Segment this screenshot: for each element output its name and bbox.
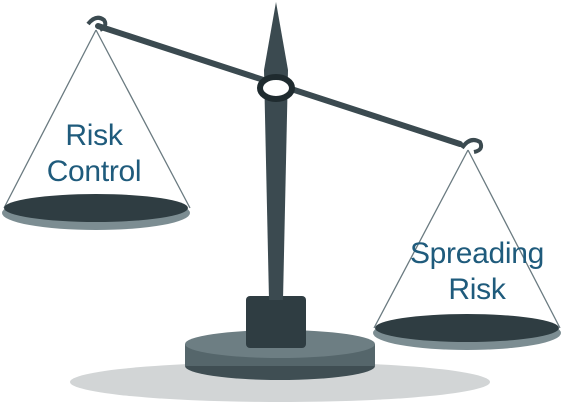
pivot-ring — [257, 74, 295, 102]
right-pan-label: Spreading Risk — [392, 236, 562, 308]
right-pan-label-line1: Spreading — [409, 237, 545, 270]
left-pan-label-line2: Control — [46, 155, 142, 188]
left-pan-label-line1: Risk — [65, 119, 123, 152]
right-string-b — [467, 149, 561, 329]
base-block — [246, 296, 306, 348]
right-hook — [460, 138, 484, 154]
right-pan-label-line2: Risk — [448, 273, 506, 306]
right-string-a — [373, 149, 469, 329]
left-pan — [4, 194, 188, 222]
left-string-b — [95, 29, 191, 209]
left-pan-label: Risk Control — [24, 118, 164, 190]
central-pillar — [264, 2, 288, 300]
left-hook — [86, 15, 108, 32]
left-string-a — [3, 29, 97, 209]
ground-shadow — [70, 362, 490, 402]
right-pan — [375, 314, 559, 342]
